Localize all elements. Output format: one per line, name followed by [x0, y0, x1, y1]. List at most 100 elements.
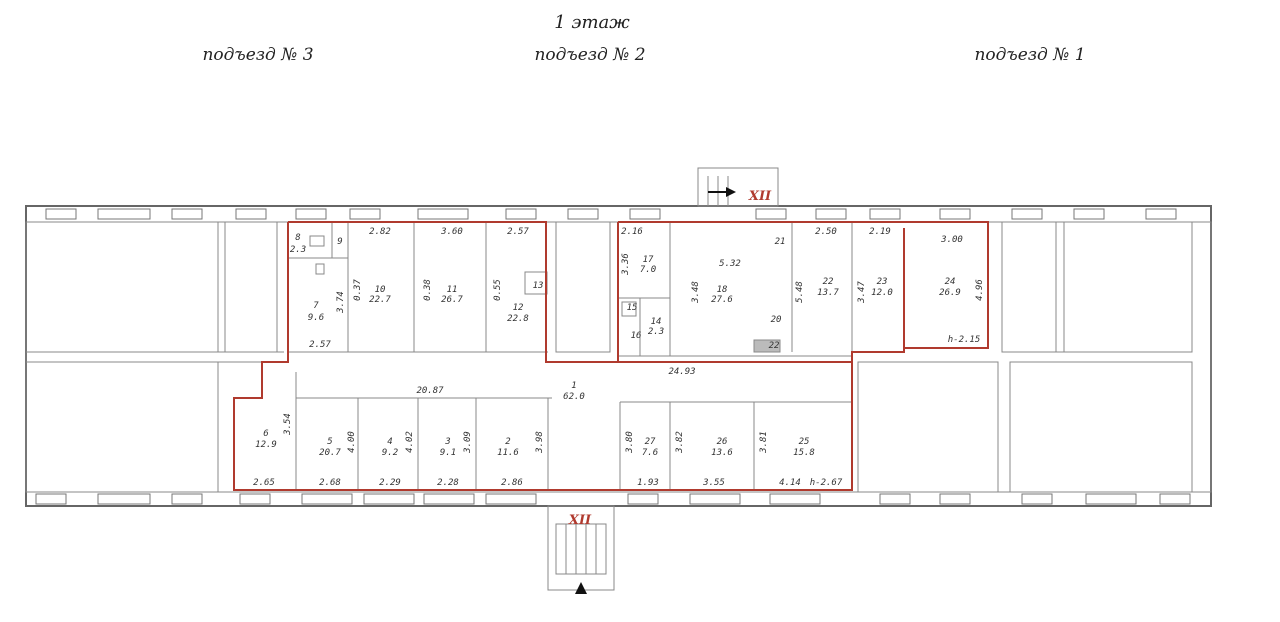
dimension-label: 2.65	[253, 478, 275, 488]
room-number: 6	[263, 429, 268, 439]
room-number: 17	[643, 255, 654, 265]
entrance-1-label: подъезд № 1	[974, 45, 1085, 65]
dimension-label: 5.32	[719, 259, 741, 269]
room-number: 22	[823, 277, 834, 287]
room-area: 62.0	[563, 392, 585, 402]
room-number: 9	[337, 237, 342, 247]
section-marker-bottom: XII	[568, 513, 592, 528]
section-marker-top: XII	[748, 189, 772, 204]
room-area: 22.7	[369, 295, 391, 305]
dimension-label: 3.80	[625, 431, 635, 454]
room-area: 26.9	[939, 288, 961, 298]
dimension-label: 3.09	[463, 431, 473, 454]
dimension-label: 3.81	[759, 431, 769, 454]
room-number: 18	[717, 285, 728, 295]
dimension-label: 4.96	[975, 279, 985, 301]
dimension-label: 2.68	[319, 478, 341, 488]
dimension-label: 20	[771, 315, 782, 325]
dimension-label: 2.29	[379, 478, 401, 488]
dimension-label: 3.00	[940, 235, 963, 245]
dimension-label: h-2.67	[810, 478, 843, 488]
room-labels: 8 2.3 9 7 9.6 10 22.7 11 26.7 12 22.8 13…	[255, 233, 961, 458]
dimension-label: 2.50	[815, 227, 837, 237]
room-number: 8	[295, 233, 300, 243]
room-number: 3	[444, 437, 450, 447]
room-area: 7.0	[640, 265, 656, 275]
dimension-label: 3.36	[621, 253, 631, 276]
room-area: 13.7	[817, 288, 839, 298]
room-number: 7	[313, 301, 319, 311]
room-number: 5	[327, 437, 332, 447]
dimension-label: 20.87	[416, 386, 444, 396]
room-number: 16	[631, 331, 642, 341]
room-area: 2.3	[290, 245, 306, 255]
dimension-label: h-2.15	[948, 335, 981, 345]
windows-bottom	[35, 493, 1191, 505]
room-number: 14	[651, 317, 662, 327]
interior-partitions	[288, 222, 853, 490]
dimension-label: 2.16	[621, 227, 643, 237]
dimension-label: 3.60	[440, 227, 463, 237]
room-number: 15	[627, 303, 638, 313]
dimension-label: 0.55	[493, 279, 503, 301]
dimension-label: 0.37	[353, 279, 363, 301]
stair-arrow-bottom	[575, 582, 587, 594]
room-area: 9.6	[308, 313, 324, 323]
dimension-label: 4.00	[347, 431, 357, 453]
room-number: 1	[571, 381, 576, 391]
dimension-label: 3.47	[857, 281, 867, 304]
room-area: 12.0	[871, 288, 893, 298]
dimension-label: 2.28	[437, 478, 459, 488]
dimension-label: 3.74	[336, 291, 346, 314]
room-number: 10	[375, 285, 386, 295]
dimension-label: 3.55	[702, 478, 725, 488]
room-number: 23	[877, 277, 888, 287]
room-number: 24	[945, 277, 956, 287]
room-area: 7.6	[642, 448, 658, 458]
room-number: 2	[505, 437, 510, 447]
room-area: 9.2	[382, 448, 398, 458]
dimension-label: 2.57	[309, 340, 331, 350]
dimension-label: 22	[769, 341, 780, 351]
dimension-label: 4.02	[405, 431, 415, 453]
room-number: 27	[645, 437, 656, 447]
entrance-3-label: подъезд № 3	[202, 45, 313, 65]
room-area: 22.8	[507, 314, 529, 324]
dimension-label: 2.57	[507, 227, 529, 237]
room-area: 15.8	[793, 448, 815, 458]
room-number: 12	[513, 303, 524, 313]
room-area: 27.6	[711, 295, 733, 305]
dimension-label: 5.48	[795, 281, 805, 303]
entrance-2-label: подъезд № 2	[534, 45, 645, 65]
floor-title: 1 этаж	[554, 12, 630, 33]
room-area: 9.1	[440, 448, 456, 458]
room-number: 13	[533, 281, 544, 291]
room-area: 12.9	[255, 440, 277, 450]
room-area: 13.6	[711, 448, 733, 458]
dimension-label: 0.38	[423, 279, 433, 301]
dimension-label: 2.82	[369, 227, 391, 237]
dimension-label: 3.54	[283, 413, 293, 436]
room-number: 25	[799, 437, 810, 447]
room-area: 2.3	[648, 327, 664, 337]
dimension-label: 1.93	[637, 478, 659, 488]
highlighted-area	[233, 221, 989, 491]
dimension-label: 21	[775, 237, 786, 247]
room-number: 11	[447, 285, 458, 295]
dimension-label: 3.48	[691, 281, 701, 304]
room-area: 11.6	[497, 448, 519, 458]
windows-top	[45, 208, 1177, 220]
dimension-label: 3.98	[535, 431, 545, 454]
room-number: 26	[717, 437, 728, 447]
dimension-label: 24.93	[668, 367, 695, 377]
room-area: 26.7	[441, 295, 463, 305]
room-area: 20.7	[319, 448, 341, 458]
room-number: 4	[387, 437, 392, 447]
dimension-label: 2.19	[869, 227, 891, 237]
dimension-label: 4.14	[779, 478, 801, 488]
stair-arrow-top	[708, 187, 736, 197]
dimension-label: 2.86	[501, 478, 523, 488]
dimension-labels: 2.82 3.60 2.57 2.16 5.32 2.50 2.19 3.00 …	[253, 227, 985, 488]
dimension-label: 3.82	[675, 431, 685, 454]
